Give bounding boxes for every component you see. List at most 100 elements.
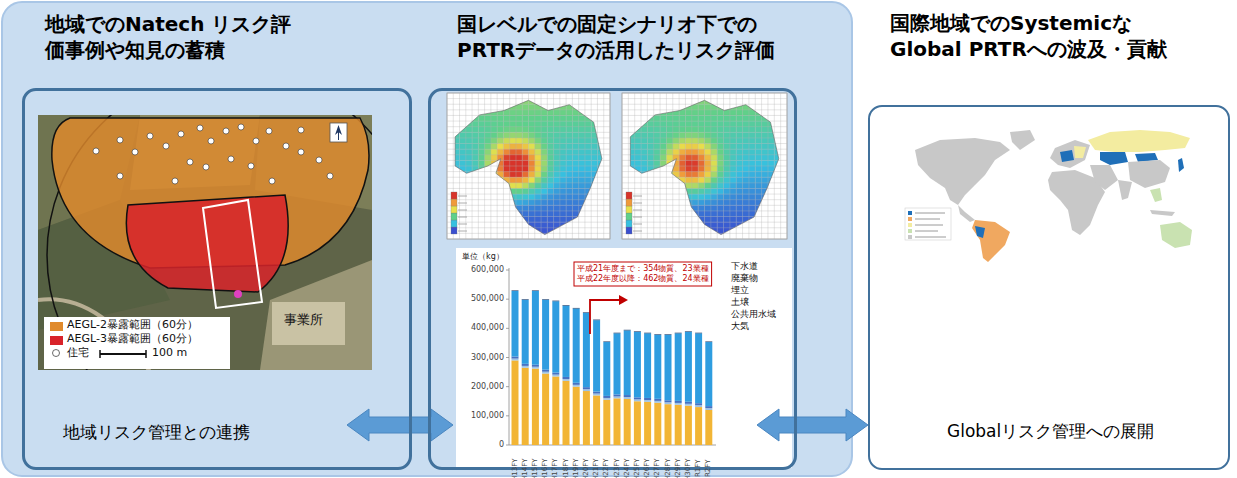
heat-cell [622, 177, 629, 183]
heat-cell [478, 104, 485, 110]
heat-cell [579, 115, 586, 121]
heat-cell [724, 93, 731, 99]
house-dots [93, 124, 333, 184]
heat-cell [541, 183, 548, 189]
heat-grid [447, 93, 610, 239]
heat-cell [730, 99, 737, 105]
heat-cell [736, 172, 743, 178]
heat-cell [666, 155, 673, 161]
heat-cell [554, 183, 561, 189]
heat-cell [660, 121, 667, 127]
heat-cell [736, 144, 743, 150]
heat-cell [660, 99, 667, 105]
legend-text: AEGL-3暴露範囲（60分） [67, 332, 198, 346]
bar-segment [624, 395, 631, 397]
heat-cell [535, 222, 542, 228]
grid-line [591, 93, 592, 239]
y-tick [506, 386, 509, 387]
heat-cell [628, 172, 635, 178]
bar-segment [573, 383, 580, 385]
heat-cell [472, 132, 479, 138]
bar-segment [532, 291, 539, 365]
heat-cell [685, 127, 692, 133]
outer-panel [2, 2, 852, 476]
heat-cell [604, 138, 611, 144]
heat-cell [522, 127, 529, 133]
year-label: H13FY [511, 459, 520, 478]
heat-cell [628, 144, 635, 150]
heat-cell [585, 127, 592, 133]
heat-cell [579, 233, 586, 239]
heat-cell [628, 160, 635, 166]
grid-line [622, 205, 787, 206]
heat-cell [497, 132, 504, 138]
heat-cell [503, 233, 510, 239]
bar-segment [705, 408, 712, 410]
emission-map [622, 93, 787, 239]
heat-cell [529, 166, 536, 172]
heat-cell [774, 132, 781, 138]
heat-cell [743, 200, 750, 206]
heat-cell [749, 188, 756, 194]
bar-segment [583, 391, 590, 445]
heat-cell [717, 194, 724, 200]
heat-cell [736, 149, 743, 155]
bar-segment [695, 333, 702, 403]
bar-segment [542, 299, 549, 301]
heat-cell [711, 127, 718, 133]
heat-cell [666, 183, 673, 189]
heat-cell [466, 104, 473, 110]
heat-cell [711, 121, 718, 127]
heat-cell [743, 166, 750, 172]
heat-cell [535, 188, 542, 194]
heat-cell [755, 177, 762, 183]
heat-cell [485, 93, 492, 99]
heat-cell [554, 217, 561, 223]
heat-cell [660, 194, 667, 200]
heat-cell [730, 121, 737, 127]
heat-cell [622, 149, 629, 155]
heat-cell [635, 194, 642, 200]
heat-cell [768, 194, 775, 200]
country [1150, 188, 1162, 202]
heat-cell [679, 194, 686, 200]
bar-segment [532, 365, 539, 367]
heat-cell [673, 217, 680, 223]
heat-cell [497, 115, 504, 121]
heat-cell [554, 121, 561, 127]
heat-cell [591, 104, 598, 110]
heat-cell [447, 177, 454, 183]
heat-cell [768, 127, 775, 133]
heat-cell [654, 183, 661, 189]
bar-segment [522, 364, 529, 366]
heat-cell [641, 132, 648, 138]
heat-cell [560, 194, 567, 200]
heat-cell [647, 132, 654, 138]
heat-cell [743, 228, 750, 234]
heat-cell [622, 138, 629, 144]
continent [1050, 140, 1090, 168]
bar-segment [552, 375, 559, 377]
bar-segment [654, 401, 661, 403]
heat-cell [743, 211, 750, 217]
heat-cell [774, 188, 781, 194]
heat-cell [647, 104, 654, 110]
heat-cell [635, 144, 642, 150]
heat-cell [768, 160, 775, 166]
bar-segment [522, 368, 529, 445]
heat-cell [705, 172, 712, 178]
field [260, 260, 372, 370]
heat-cell [666, 132, 673, 138]
heat-cell [762, 222, 769, 228]
heat-cell [554, 149, 561, 155]
legend-text: 廃棄物 [731, 273, 758, 285]
bar-segment [634, 331, 641, 333]
heat-cell [622, 93, 629, 99]
year-label: H14FY [521, 459, 530, 478]
scale-bar [100, 353, 146, 355]
heat-cell [730, 110, 737, 116]
heat-cell [585, 166, 592, 172]
heat-cell [497, 93, 504, 99]
heat-cell [736, 200, 743, 206]
heat-cell [560, 222, 567, 228]
